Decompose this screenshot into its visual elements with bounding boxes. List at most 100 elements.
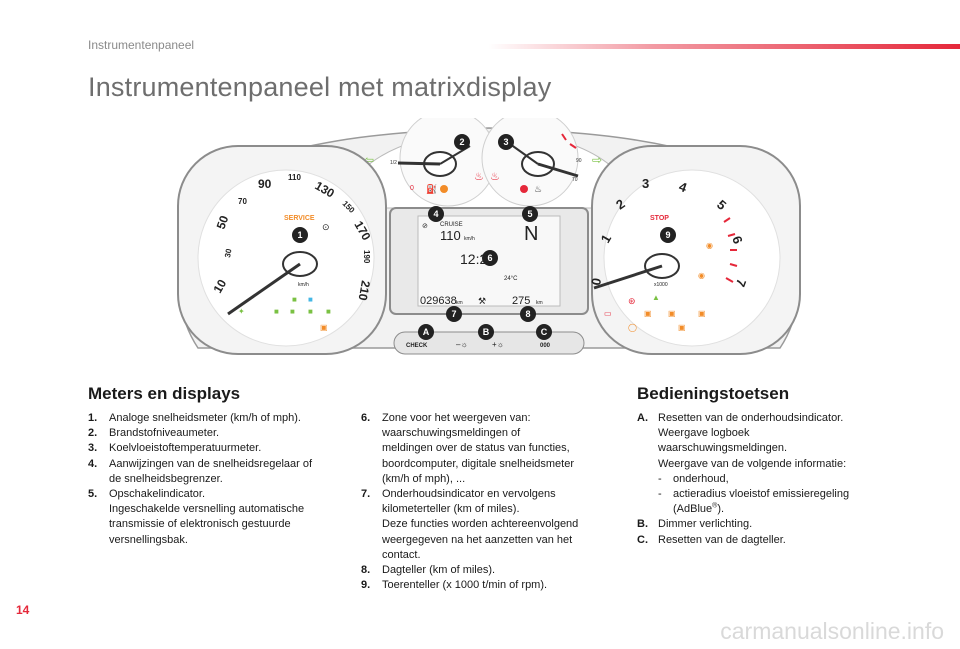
check-button[interactable]: CHECK — [406, 343, 428, 349]
item-line: Onderhoudsindicator en vervolgens — [382, 488, 556, 501]
dash-text: (AdBlue — [673, 503, 713, 516]
item-line: Aanwijzingen van de snelheidsregelaar of — [109, 457, 313, 470]
speedo-tick-label: 50 — [214, 213, 232, 231]
callout-c: C — [541, 327, 548, 337]
item-line: Resetten van de dagteller. — [658, 533, 786, 546]
tacho-tick-label: 3 — [642, 176, 649, 191]
list-item: 2.Brandstofniveaumeter. — [88, 426, 353, 441]
meters-list-left: 1.Analoge snelheidsmeter (km/h of mph).2… — [88, 411, 353, 548]
speedo-tick-label: 190 — [362, 250, 371, 264]
coolant-icon: ♨ — [534, 184, 542, 194]
item-line: Zone voor het weergeven van: — [382, 412, 531, 424]
meters-heading: Meters en displays — [88, 384, 241, 403]
item-number: B. — [637, 518, 648, 531]
page-number: 14 — [16, 603, 30, 617]
list-item: 4. Aanwijzingen van de snelheidsregelaar … — [88, 457, 353, 487]
tacho-unit: x1000 — [654, 282, 668, 288]
list-item: 3.Koelvloeistoftemperatuurmeter. — [88, 441, 353, 456]
item-line: Deze functies worden achtereenvolgend — [382, 518, 579, 531]
controls-item-b: B. Dimmer verlichting. — [637, 517, 877, 532]
display-odometer: 029638 — [420, 295, 457, 307]
display-gear: N — [524, 223, 538, 245]
dash-text: onderhoud, — [673, 472, 729, 485]
callout-1: 1 — [297, 230, 302, 240]
light-indicator-icon: ■ — [308, 307, 313, 316]
tpms-icon: ⊙ — [322, 222, 330, 232]
header-rule — [488, 44, 960, 49]
callout-4: 4 — [433, 209, 438, 219]
item-number: 2. — [88, 427, 98, 440]
temp-warning-light — [520, 185, 528, 193]
callout-8: 8 — [525, 309, 530, 319]
controls-list: A. Resetten van de onderhoudsindicator. … — [637, 411, 877, 548]
list-item: 1.Analoge snelheidsmeter (km/h of mph). — [88, 411, 353, 426]
fuel-mark-half: 1/2 — [390, 160, 397, 166]
item-line: Koelvloeistoftemperatuurmeter. — [109, 442, 262, 455]
item-line: de snelheidsbegrenzer. — [109, 472, 223, 485]
list-item: 5.Opschakelindicator.Ingeschakelde versn… — [88, 487, 353, 548]
speedo-tick-label: 10 — [210, 277, 229, 296]
speedometer: 10 30 50 70 90 110 130 150 170 190 210 S… — [177, 145, 387, 355]
item-number: 4. — [88, 457, 98, 470]
item-number: 9. — [361, 579, 371, 592]
warning-icon: ◯ — [628, 323, 637, 332]
item-line: boordcomputer, digitale snelheidsmeter — [382, 457, 575, 470]
dimmer-plus-button[interactable]: +☼ — [492, 340, 504, 349]
dash-text: actieradius vloeistof emissieregeling — [673, 488, 850, 501]
wrench-icon: ⚒ — [478, 296, 486, 306]
warning-icon: ◉ — [706, 241, 713, 250]
light-indicator-icon: ■ — [274, 307, 279, 316]
speedo-needle — [227, 262, 301, 316]
display-speed: 110 — [440, 228, 461, 243]
display-cruise: CRUISE — [440, 222, 463, 228]
fuel-mark-zero: 0 — [410, 185, 414, 192]
tacho-tick-label: 6 — [729, 234, 746, 246]
tacho-tick-label: 0 — [588, 277, 604, 287]
speedo-tick-label: 30 — [223, 247, 234, 258]
light-indicator-icon: ✦ — [238, 307, 245, 316]
callout-b: B — [483, 327, 490, 337]
item-line: Dagteller (km of miles). — [382, 564, 496, 577]
item-line: transmissie of elektronisch gestuurde — [109, 518, 291, 531]
callout-2: 2 — [459, 137, 464, 147]
warning-icon: ◉ — [698, 271, 705, 280]
tacho-needle — [593, 264, 663, 290]
item-line: Resetten van de onderhoudsindicator. — [658, 412, 844, 424]
warning-icon: ▣ — [678, 323, 686, 332]
dash-item: -onderhoud, — [658, 472, 877, 487]
item-line: (km/h of mph), ... — [382, 472, 466, 485]
dash-item: -actieradius vloeistof emissieregeling — [658, 487, 877, 502]
list-item: 6.Zone voor het weergeven van:waarschuwi… — [361, 411, 631, 487]
item-line: versnellingsbak. — [109, 533, 188, 546]
trip-reset-button[interactable]: 000 — [540, 343, 551, 349]
dash-marker: - — [658, 472, 662, 485]
light-indicator-icon: ■ — [326, 307, 331, 316]
fuel-warning-light — [440, 185, 448, 193]
instrument-cluster-illustration: 1/2 0 ⛽ 90 70 ♨ ♨ ♨ ⇦ ⇨ 10 30 50 70 90 1… — [177, 118, 801, 355]
item-number: C. — [637, 533, 648, 546]
indicator-icon: ▲ — [652, 293, 660, 302]
item-number: 8. — [361, 564, 371, 577]
item-line: waarschuwingsmeldingen. — [658, 442, 788, 455]
seatbelt-passenger-icon: ♨ — [490, 171, 500, 183]
item-line: Weergave van de volgende informatie: — [658, 457, 847, 470]
page-title: Instrumentenpaneel met matrixdisplay — [88, 72, 552, 102]
display-trip-unit: km — [536, 300, 543, 306]
display-odometer-unit: km — [456, 300, 463, 306]
controls-item-a: A. Resetten van de onderhoudsindicator. … — [637, 411, 877, 517]
item-line: kilometerteller (km of miles). — [382, 503, 520, 516]
warning-icon: ▣ — [668, 309, 676, 318]
controls-item-c: C. Resetten van de dagteller. — [637, 533, 877, 548]
display-tripmeter: 275 — [512, 295, 530, 307]
item-number: A. — [637, 412, 648, 424]
temp-mark-70: 70 — [572, 177, 578, 183]
controls-heading: Bedieningstoetsen — [637, 384, 790, 403]
speedo-tick-label: 210 — [356, 279, 373, 301]
item-number: 7. — [361, 488, 371, 501]
dash-text: ). — [717, 503, 725, 516]
light-indicator-icon: ■ — [308, 295, 313, 304]
warning-icon: ▣ — [320, 323, 328, 332]
dimmer-minus-button[interactable]: –☼ — [456, 340, 468, 349]
callout-3: 3 — [503, 137, 508, 147]
speedo-tick-label: 70 — [238, 197, 247, 206]
